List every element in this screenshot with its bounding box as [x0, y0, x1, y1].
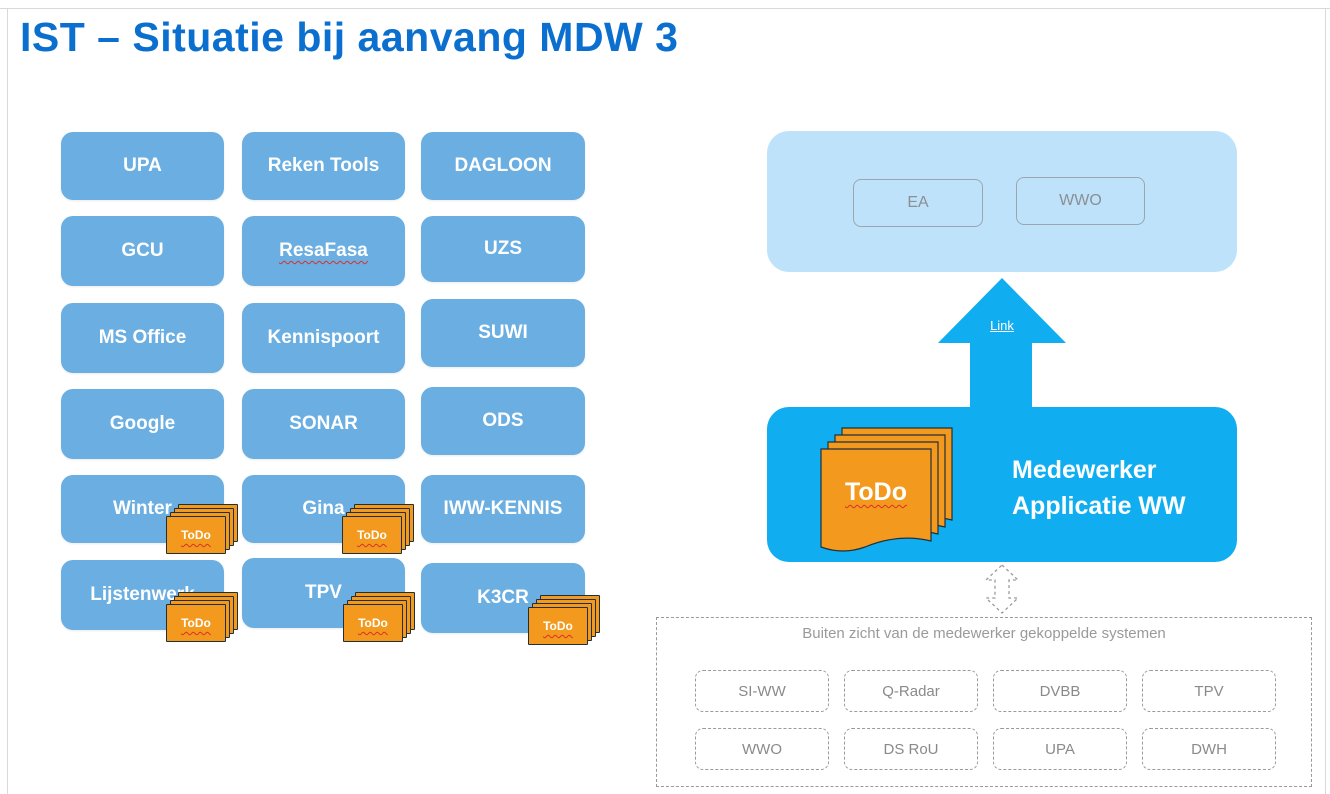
app-todo-label: ToDo	[844, 478, 907, 506]
tile-label: Reken Tools	[267, 155, 380, 176]
coupled-system-label: Q-Radar	[882, 682, 940, 700]
link-label[interactable]: Link	[990, 318, 1014, 333]
coupled-system-tpv[interactable]: TPV	[1142, 670, 1276, 712]
coupled-system-si-ww[interactable]: SI-WW	[695, 670, 829, 712]
app-title: Medewerker Applicatie WW	[1012, 452, 1212, 524]
tile-iww-kennis[interactable]: IWW-KENNIS	[421, 475, 585, 543]
tile-google[interactable]: Google	[61, 389, 224, 459]
tile-label: SUWI	[478, 322, 528, 343]
coupled-systems-title: Buiten zicht van de medewerker gekoppeld…	[802, 625, 1166, 642]
tile-reken-tools[interactable]: Reken Tools	[242, 132, 405, 200]
system-ea[interactable]: EA	[853, 179, 983, 227]
tile-dagloon[interactable]: DAGLOON	[421, 132, 585, 200]
tile-label: MS Office	[98, 327, 187, 348]
todo-stack-lijstenwerk: ToDo	[166, 592, 238, 644]
todo-documents-icon	[820, 427, 953, 552]
up-arrow	[938, 278, 1066, 408]
coupled-system-label: SI-WW	[738, 682, 786, 700]
right-border	[1325, 8, 1326, 794]
coupled-system-ds-rou[interactable]: DS RoU	[844, 728, 978, 770]
tile-label: Lijstenwerk	[90, 584, 195, 605]
system-label: WWO	[1059, 192, 1102, 209]
todo-label: ToDo	[357, 528, 387, 542]
coupled-system-wwo[interactable]: WWO	[695, 728, 829, 770]
tile-label: UZS	[484, 238, 522, 259]
coupled-system-upa[interactable]: UPA	[993, 728, 1127, 770]
system-label: EA	[907, 194, 929, 211]
top-border	[0, 8, 1330, 9]
tile-label: ODS	[482, 410, 524, 431]
tile-label: K3CR	[477, 587, 529, 608]
todo-label: ToDo	[181, 528, 211, 542]
source-systems-panel	[767, 131, 1237, 272]
tile-label: Google	[109, 413, 176, 434]
page-title: IST – Situatie bij aanvang MDW 3	[20, 14, 679, 60]
tile-gcu[interactable]: GCU	[61, 216, 224, 286]
tile-ods[interactable]: ODS	[421, 387, 585, 455]
tile-ms-office[interactable]: MS Office	[61, 303, 224, 373]
todo-stack-k3cr: ToDo	[528, 595, 600, 647]
coupled-system-dwh[interactable]: DWH	[1142, 728, 1276, 770]
coupled-system-dvbb[interactable]: DVBB	[993, 670, 1127, 712]
tile-label: TPV	[305, 582, 342, 603]
coupled-system-label: DWH	[1191, 740, 1227, 758]
tile-label: GCU	[121, 240, 164, 261]
coupled-system-label: DS RoU	[883, 740, 939, 758]
system-wwo[interactable]: WWO	[1016, 177, 1145, 225]
coupled-system-label: WWO	[742, 740, 782, 758]
tile-label: Winter	[113, 498, 172, 519]
app-title-line1: Medewerker	[1012, 456, 1157, 484]
todo-label: ToDo	[543, 619, 573, 633]
coupled-system-q-radar[interactable]: Q-Radar	[844, 670, 978, 712]
tile-resafasa[interactable]: ResaFasa	[242, 216, 405, 286]
tile-upa[interactable]: UPA	[61, 132, 224, 200]
tile-kennispoort[interactable]: Kennispoort	[242, 303, 405, 373]
tile-label: ResaFasa	[279, 240, 368, 261]
left-border	[7, 8, 8, 794]
todo-stack-tpv: ToDo	[343, 592, 415, 644]
todo-label: ToDo	[181, 616, 211, 630]
tile-label: Kennispoort	[267, 327, 380, 348]
tile-suwi[interactable]: SUWI	[421, 299, 585, 367]
app-title-line2: Applicatie WW	[1012, 492, 1186, 520]
tile-label: UPA	[123, 155, 162, 176]
coupled-system-label: DVBB	[1039, 682, 1081, 700]
tile-label: DAGLOON	[454, 155, 552, 176]
todo-stack-winter: ToDo	[166, 504, 238, 556]
coupled-system-label: TPV	[1194, 682, 1224, 700]
todo-stack-gina: ToDo	[342, 504, 414, 556]
todo-label: ToDo	[358, 616, 388, 630]
tile-label: SONAR	[289, 413, 358, 434]
tile-label: IWW-KENNIS	[443, 498, 563, 519]
tile-sonar[interactable]: SONAR	[242, 389, 405, 459]
coupled-system-label: UPA	[1045, 740, 1075, 758]
tile-uzs[interactable]: UZS	[421, 216, 585, 282]
app-todo-label-wrap: ToDo	[821, 478, 931, 507]
bidirectional-dashed-arrow	[984, 564, 1020, 614]
coupled-systems-panel	[656, 617, 1312, 787]
tile-label: Gina	[302, 498, 345, 519]
